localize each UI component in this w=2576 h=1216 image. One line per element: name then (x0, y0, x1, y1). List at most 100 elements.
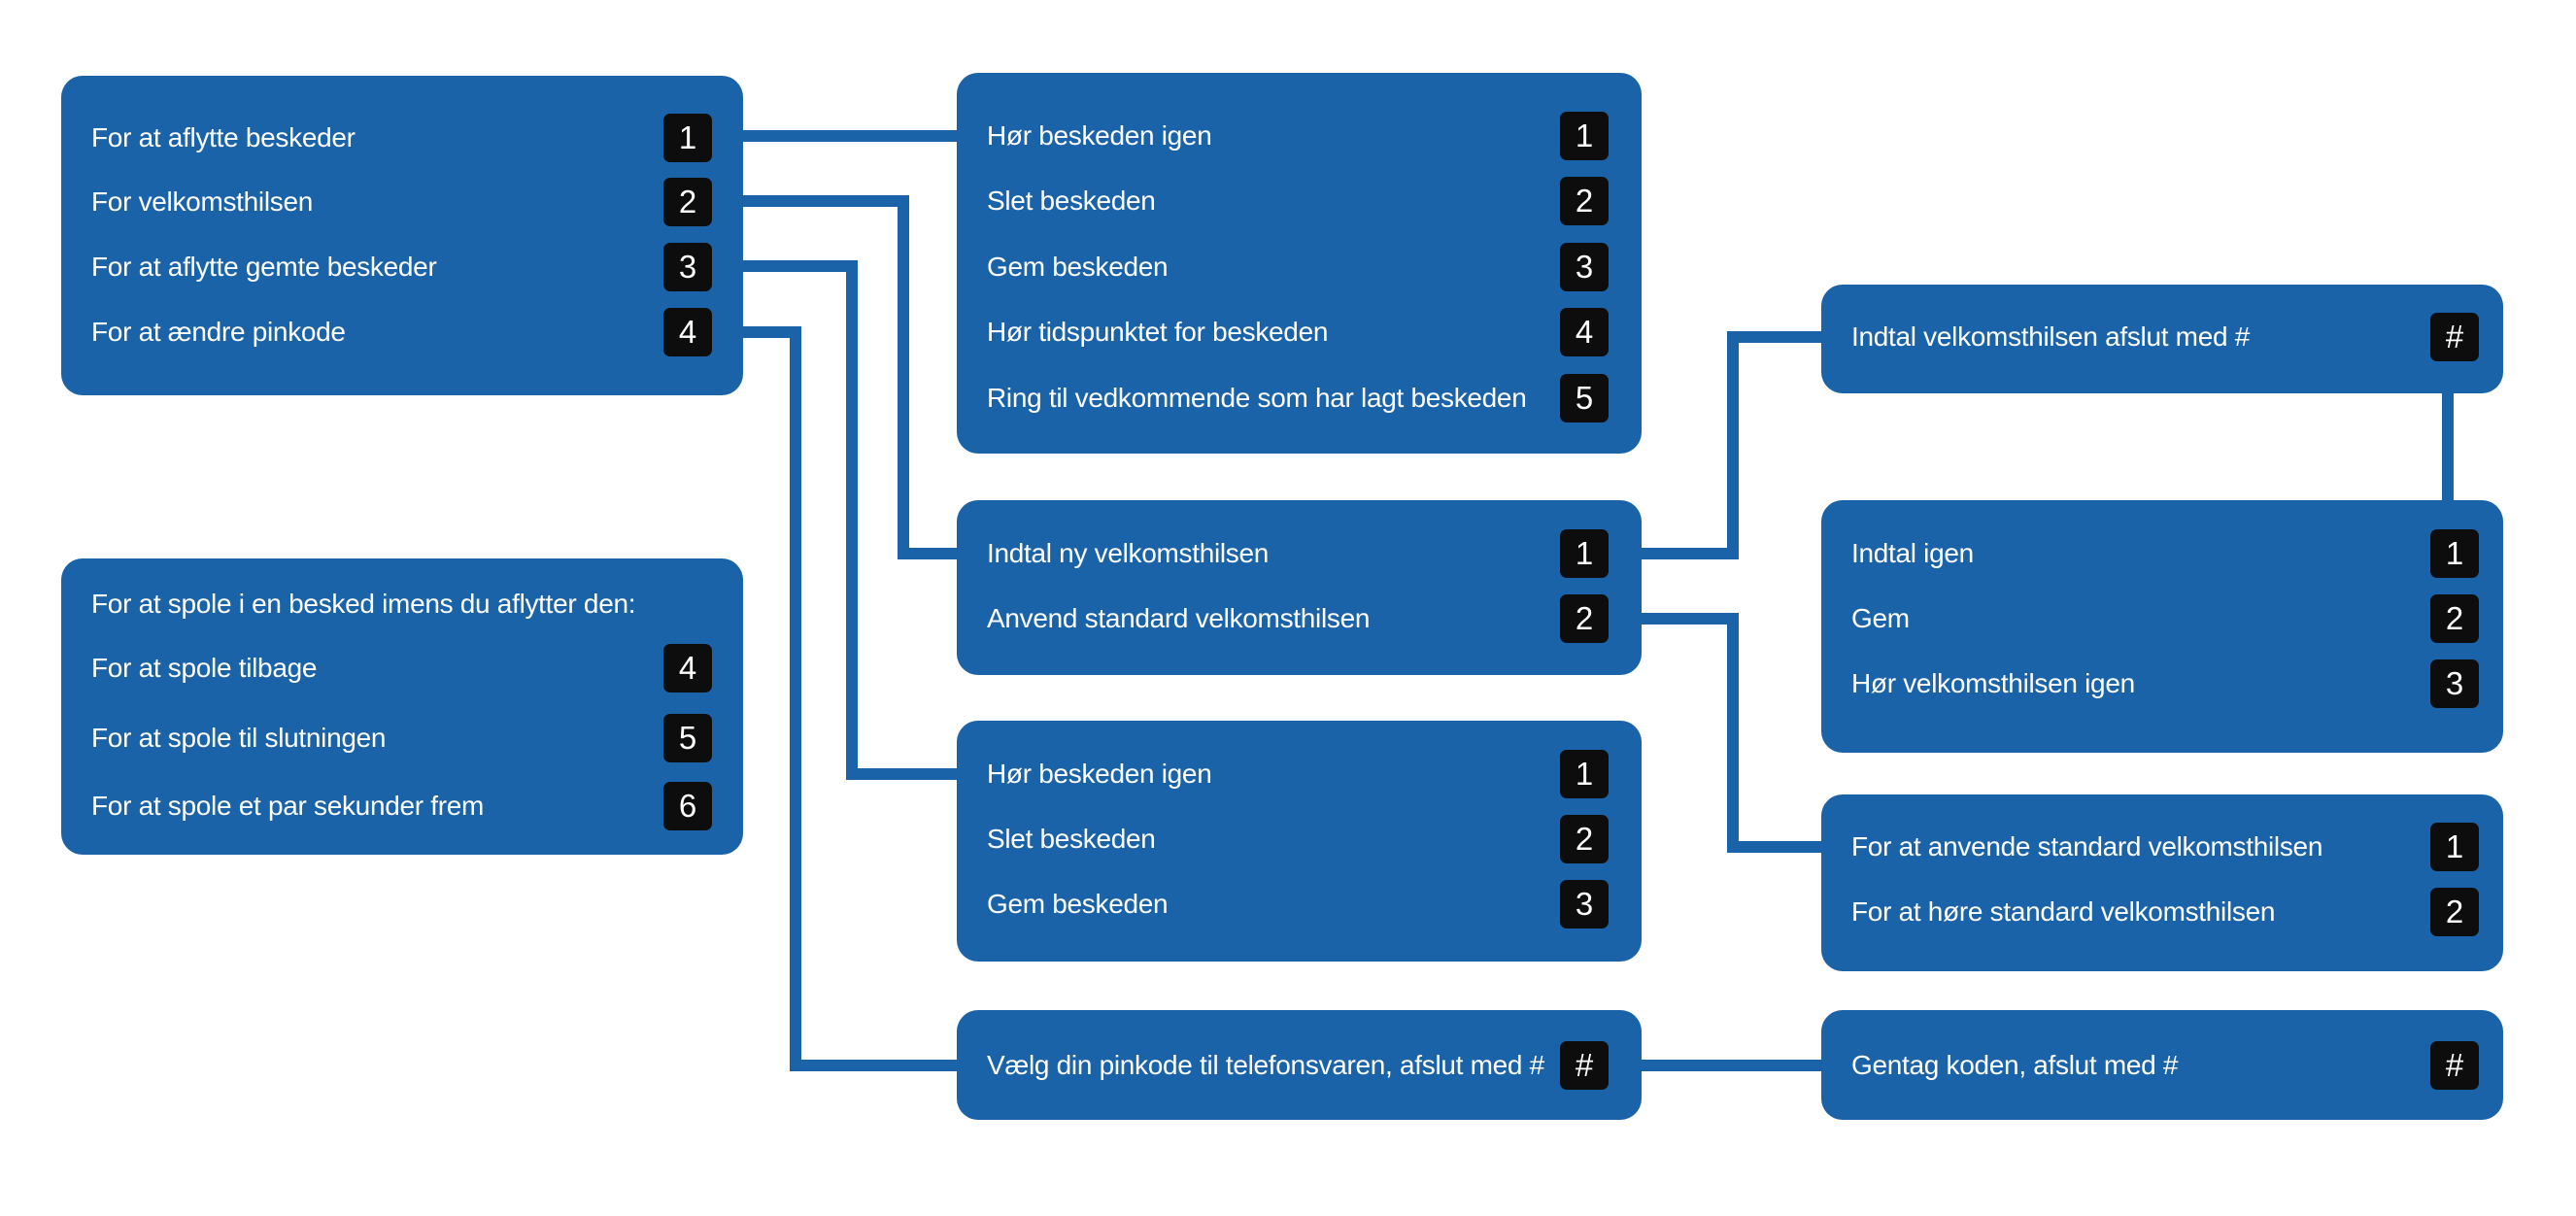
menu-item: For at høre standard velkomsthilsen 2 (1821, 888, 2503, 936)
menu-item: Slet beskeden 2 (957, 815, 1642, 863)
connector-greeting2-standard-h2 (1727, 841, 1821, 853)
menu-item: Gem beskeden 3 (957, 880, 1642, 929)
menu-item-label: Anvend standard velkomsthilsen (987, 603, 1371, 633)
connector-main2-greeting-h2 (898, 548, 957, 559)
key-badge: 1 (2430, 529, 2479, 578)
menu-item-label: Indtal igen (1851, 538, 1974, 568)
menu-item-label: Slet beskeden (987, 186, 1156, 216)
menu-item-label: Gem beskeden (987, 889, 1169, 919)
menu-item-label: For at høre standard velkomsthilsen (1851, 896, 2276, 927)
connector-main2-greeting-v (898, 195, 909, 559)
key-badge: # (2430, 313, 2479, 361)
key-badge: 5 (1560, 374, 1609, 422)
menu-item: Gem beskeden 3 (957, 243, 1642, 291)
menu-item: Gentag koden, afslut med # # (1821, 1041, 2503, 1090)
menu-item: For at spole tilbage 4 (61, 644, 743, 692)
key-badge: 1 (663, 114, 712, 162)
menu-item: For at aflytte beskeder 1 (61, 114, 743, 162)
connector-main2-greeting-h1 (743, 195, 909, 207)
connector-main3-saved-h1 (743, 260, 858, 272)
standard-greeting-menu-box: For at anvende standard velkomsthilsen 1… (1821, 794, 2503, 971)
menu-item-label: For at aflytte gemte beskeder (91, 252, 437, 282)
key-badge: 4 (663, 644, 712, 692)
menu-header: For at spole i en besked imens du aflytt… (61, 580, 743, 628)
menu-item: For velkomsthilsen 2 (61, 178, 743, 226)
connector-main4-pincode-h1 (743, 326, 801, 338)
menu-item: Hør beskeden igen 1 (957, 112, 1642, 160)
menu-item: For at aflytte gemte beskeder 3 (61, 243, 743, 291)
greeting-menu-box: Indtal ny velkomsthilsen 1 Anvend standa… (957, 500, 1642, 675)
key-badge: 1 (2430, 823, 2479, 871)
connector-greeting1-record-v (1727, 331, 1739, 559)
menu-item: Vælg din pinkode til telefonsvaren, afsl… (957, 1041, 1642, 1090)
listen-menu-box: Hør beskeden igen 1 Slet beskeden 2 Gem … (957, 73, 1642, 454)
connector-main1-listen (743, 130, 957, 142)
menu-item-label: For at anvende standard velkomsthilsen (1851, 831, 2323, 861)
menu-item: Indtal velkomsthilsen afslut med # # (1821, 313, 2503, 361)
key-badge: 5 (663, 714, 712, 762)
menu-item-label: For at spole et par sekunder frem (91, 791, 485, 821)
connector-pincode-repeat (1642, 1060, 1821, 1071)
menu-item-label: Hør tidspunktet for beskeden (987, 317, 1329, 347)
connector-greeting2-standard-v (1727, 613, 1739, 853)
menu-item-label: Gem beskeden (987, 252, 1169, 282)
menu-item-label: Gentag koden, afslut med # (1851, 1050, 2179, 1080)
menu-item-label: Hør velkomsthilsen igen (1851, 668, 2135, 698)
menu-item: For at spole et par sekunder frem 6 (61, 782, 743, 830)
menu-item-label: Indtal ny velkomsthilsen (987, 538, 1270, 568)
pincode-prompt-box: Vælg din pinkode til telefonsvaren, afsl… (957, 1010, 1642, 1120)
key-badge: # (2430, 1041, 2479, 1090)
menu-item-label: Hør beskeden igen (987, 759, 1212, 789)
menu-item: Indtal igen 1 (1821, 529, 2503, 578)
menu-item-label: For at aflytte beskeder (91, 122, 356, 152)
key-badge: 3 (1560, 880, 1609, 929)
key-badge: 2 (1560, 177, 1609, 225)
menu-item: Anvend standard velkomsthilsen 2 (957, 594, 1642, 643)
key-badge: 2 (1560, 594, 1609, 643)
key-badge: 6 (663, 782, 712, 830)
connector-greeting1-record-h1 (1642, 548, 1739, 559)
key-badge: 2 (663, 178, 712, 226)
key-badge: 1 (1560, 112, 1609, 160)
menu-item-label: For at ændre pinkode (91, 317, 346, 347)
key-badge: 2 (2430, 888, 2479, 936)
menu-item-label: For velkomsthilsen (91, 186, 314, 217)
menu-item-label: For at spole tilbage (91, 653, 318, 683)
menu-item-label: Vælg din pinkode til telefonsvaren, afsl… (987, 1050, 1544, 1080)
connector-greeting2-standard-h1 (1642, 613, 1739, 625)
key-badge: 4 (1560, 308, 1609, 356)
menu-item: Indtal ny velkomsthilsen 1 (957, 529, 1642, 578)
menu-item: For at spole til slutningen 5 (61, 714, 743, 762)
menu-item: For at ændre pinkode 4 (61, 308, 743, 356)
saved-messages-menu-box: Hør beskeden igen 1 Slet beskeden 2 Gem … (957, 721, 1642, 962)
menu-item: Hør tidspunktet for beskeden 4 (957, 308, 1642, 356)
menu-item-label: Ring til vedkommende som har lagt besked… (987, 383, 1527, 413)
menu-item: Hør beskeden igen 1 (957, 750, 1642, 798)
menu-item: Gem 2 (1821, 594, 2503, 643)
menu-item: Slet beskeden 2 (957, 177, 1642, 225)
key-badge: 2 (2430, 594, 2479, 643)
connector-main4-pincode-v (790, 326, 801, 1071)
connector-record-confirm-v (2442, 393, 2454, 500)
key-badge: # (1560, 1041, 1609, 1090)
menu-item-label: Indtal velkomsthilsen afslut med # (1851, 321, 2251, 352)
connector-greeting1-record-h2 (1727, 331, 1821, 343)
repeat-pincode-prompt-box: Gentag koden, afslut med # # (1821, 1010, 2503, 1120)
menu-item: Hør velkomsthilsen igen 3 (1821, 659, 2503, 708)
menu-item-label: For at spole til slutningen (91, 723, 387, 753)
record-confirm-menu-box: Indtal igen 1 Gem 2 Hør velkomsthilsen i… (1821, 500, 2503, 753)
key-badge: 3 (2430, 659, 2479, 708)
menu-item: For at anvende standard velkomsthilsen 1 (1821, 823, 2503, 871)
key-badge: 2 (1560, 815, 1609, 863)
menu-item: Ring til vedkommende som har lagt besked… (957, 374, 1642, 422)
connector-main3-saved-v (846, 260, 858, 780)
key-badge: 1 (1560, 529, 1609, 578)
menu-item-label: Slet beskeden (987, 824, 1156, 854)
key-badge: 3 (1560, 243, 1609, 291)
menu-header-label: For at spole i en besked imens du aflytt… (91, 589, 636, 619)
main-menu-box: For at aflytte beskeder 1 For velkomsthi… (61, 76, 743, 395)
record-greeting-prompt-box: Indtal velkomsthilsen afslut med # # (1821, 285, 2503, 393)
key-badge: 1 (1560, 750, 1609, 798)
connector-main3-saved-h2 (846, 768, 957, 780)
